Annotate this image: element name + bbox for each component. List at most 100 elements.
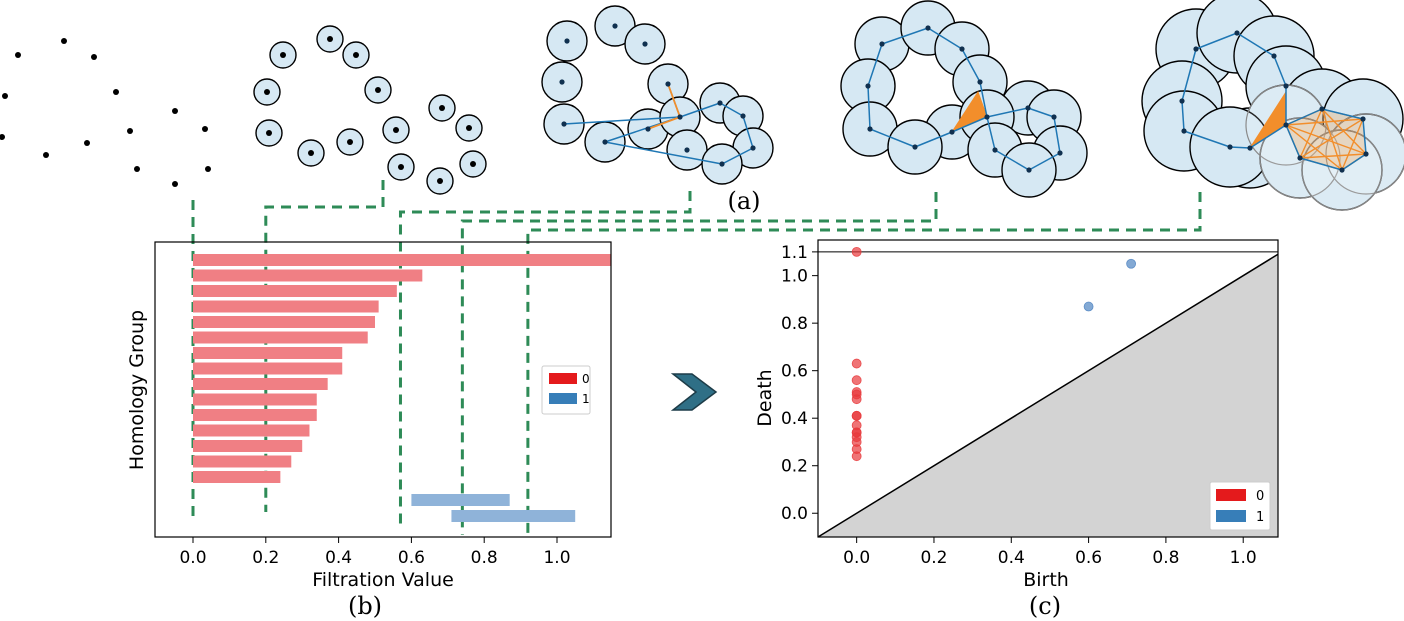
persistence-x-tick-label: 0.0 [843, 548, 870, 568]
barcode-bar-h0 [193, 300, 379, 313]
data-point [134, 166, 140, 172]
panel-label-a: (a) [727, 187, 760, 215]
complex-edge [951, 116, 988, 133]
data-point [1057, 150, 1063, 156]
data-point [327, 36, 333, 42]
data-point [1247, 145, 1253, 151]
data-point [91, 54, 97, 60]
data-point [645, 126, 651, 132]
filtration-stage-4 [840, 0, 1088, 198]
complex-edge [1273, 55, 1287, 87]
filtration-stage-3 [541, 5, 774, 185]
complex-edge [1321, 108, 1364, 120]
panel-label-c: (c) [1029, 592, 1061, 620]
barcode-bar-h0 [193, 393, 317, 406]
persistence-y-axis-label: Death [754, 369, 776, 426]
persistence-y-tick-label: 0.6 [781, 362, 808, 382]
data-point [612, 23, 618, 29]
simplex-edge [1285, 124, 1343, 171]
data-point [879, 41, 885, 47]
data-point [602, 139, 608, 145]
persistence-point-h0 [851, 358, 862, 369]
data-point [43, 152, 49, 158]
data-point [266, 130, 272, 136]
persistence-x-tick-label: 0.4 [998, 548, 1025, 568]
barcode-bar-h0 [193, 254, 611, 266]
barcode-x-tick-label: 0.2 [252, 548, 279, 568]
complex-edge [994, 149, 1030, 171]
complex-edge [1285, 108, 1323, 126]
complex-edge [1053, 116, 1061, 154]
barcode-bar-h1 [411, 494, 510, 506]
complex-edge [1027, 107, 1055, 118]
complex-edge [867, 43, 883, 87]
persistence-legend: 0 1 [1209, 481, 1271, 531]
persistence-x-tick-label: 0.6 [1075, 548, 1102, 568]
barcode-plot-frame [154, 241, 612, 538]
data-point [113, 89, 119, 95]
complex-edge [869, 128, 916, 148]
barcode-x-tick-label: 1.0 [543, 548, 570, 568]
simplex-region [1286, 109, 1366, 170]
complex-edge [719, 102, 744, 117]
barcode-legend-swatch-0 [549, 373, 577, 384]
data-point [949, 129, 955, 135]
persistence-point-h1 [1083, 301, 1094, 312]
filtration-stage-5 [1141, 0, 1404, 211]
barcode-bar-h0 [193, 269, 423, 282]
guide-line [460, 192, 938, 535]
data-point [470, 161, 476, 167]
data-point [912, 144, 918, 150]
persistence-legend-label-1: 1 [1256, 510, 1264, 525]
data-point [677, 114, 683, 120]
data-point [1360, 116, 1366, 122]
panel-label-b: (b) [348, 592, 382, 620]
data-point [84, 140, 90, 146]
persistence-plot-frame [817, 239, 1279, 538]
data-point [719, 161, 725, 167]
persistence-x-tick-label: 0.2 [920, 548, 947, 568]
filtration-stages [0, 0, 1404, 211]
persistence-point-h0 [851, 410, 862, 421]
persistence-legend-swatch-1 [1216, 510, 1246, 522]
data-point [1363, 151, 1369, 157]
filtration-stage-2 [253, 25, 487, 195]
data-point [1227, 144, 1233, 150]
filtration-stage-1 [0, 38, 211, 187]
persistence-y-tick-label: 1.0 [781, 267, 808, 287]
barcode-bar-h0 [193, 424, 310, 437]
complex-edge [1181, 100, 1185, 132]
barcode-bar-h0 [193, 331, 368, 344]
complex-edge [1341, 153, 1367, 171]
persistence-x-tick-label: 0.8 [1152, 548, 1179, 568]
simplex-edge [647, 116, 681, 130]
data-point [867, 126, 873, 132]
data-point [61, 38, 67, 44]
data-point [2, 93, 8, 99]
complex-edge [1229, 146, 1251, 149]
persistence-diagram-diagonal-line [817, 253, 1279, 538]
data-point [1179, 98, 1185, 104]
barcode-x-axis-label: Filtration Value [312, 569, 454, 591]
data-point [202, 126, 208, 132]
complex-edge [979, 81, 988, 118]
data-point [15, 52, 21, 58]
simplex-edge [1299, 108, 1323, 159]
barcode-bar-h1 [451, 510, 576, 522]
data-point [959, 46, 965, 52]
barcode-bar-h0 [193, 455, 292, 468]
data-point [375, 87, 381, 93]
complex-edge [1028, 152, 1061, 171]
data-point [398, 164, 404, 170]
persistence-y-tick-label: 0.8 [781, 314, 808, 334]
data-point [1051, 114, 1057, 120]
data-point [1319, 106, 1325, 112]
persistence-point-h0 [851, 375, 862, 386]
data-point [172, 181, 178, 187]
persistence-point-h1 [1126, 258, 1137, 269]
persistence-y-tick-label: 0.4 [781, 409, 808, 429]
complex-edge [1183, 130, 1231, 148]
